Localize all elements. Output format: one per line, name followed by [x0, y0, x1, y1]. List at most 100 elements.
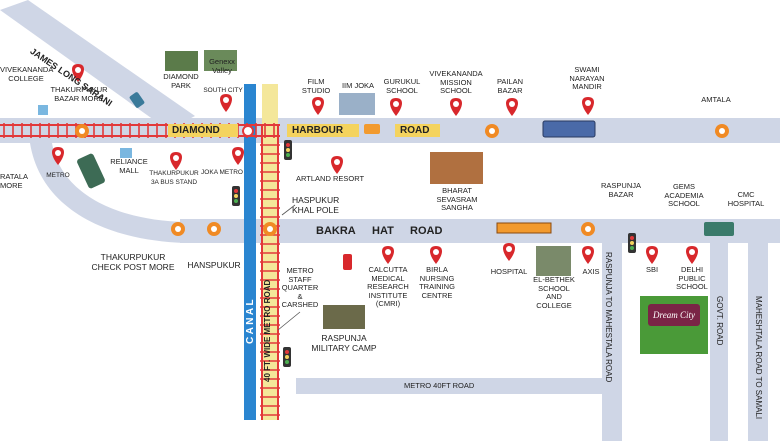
junctions	[75, 124, 729, 236]
map-pin-icon	[232, 147, 244, 165]
label-metro: METRO	[46, 172, 70, 179]
raspunja-mahestala-road	[602, 243, 622, 441]
diamond-label-box	[168, 124, 238, 137]
label-bharat: BHARAT SEVASRAM SANGHA	[436, 186, 478, 212]
dream-city-logo	[648, 304, 700, 326]
label-vivekananda-mission: VIVEKANANDA MISSION SCHOOL	[429, 69, 483, 95]
label-birla: BIRLA NURSING TRAINING CENTRE	[419, 265, 455, 300]
james-long-sarani-road	[0, 0, 195, 130]
map-pin-icon	[686, 246, 698, 264]
road-label-box	[395, 124, 440, 137]
map-pin-icon	[331, 156, 343, 174]
map-pin-icon	[646, 246, 658, 264]
govt-road-label: GOVT. ROAD	[715, 296, 724, 346]
el-bethek-photo	[536, 246, 571, 276]
samali-road-label: MAHESHTALA ROAD TO SAMALI	[754, 296, 763, 420]
mall-icon	[120, 148, 132, 158]
genexx-photo	[204, 50, 237, 71]
map-pin-icon	[390, 98, 402, 116]
truck-icon	[77, 153, 105, 189]
label-vivekananda-college: VIVEKANANDA COLLEGE	[0, 65, 54, 83]
label-reliance: RELIANCE MALL	[110, 157, 148, 175]
markers	[52, 64, 698, 264]
diamond-center-icon	[242, 125, 254, 137]
college-icon	[38, 105, 48, 115]
label-sbi: SBI	[645, 265, 659, 274]
label-metro-staff: METRO STAFF QUARTER & CARSHED	[281, 266, 319, 309]
road-label: ROAD	[400, 125, 430, 136]
label-artland: ARTLAND RESORT	[296, 174, 365, 183]
label-pailan: PAILAN BAZAR	[496, 77, 524, 95]
iim-joka-photo	[339, 93, 375, 115]
label-axis: AXIS	[582, 267, 600, 276]
label-swami: SWAMI NARAYAN MANDIR	[569, 65, 605, 91]
map-pin-icon	[430, 246, 442, 264]
auto-icon	[364, 124, 380, 134]
map-pin-icon	[582, 246, 594, 264]
label-raspunja-camp: RASPUNJA MILITARY CAMP	[311, 333, 377, 353]
map-pin-icon	[52, 147, 64, 165]
dream-city-text: Dream City	[652, 310, 695, 320]
harbour-label: HARBOUR	[292, 125, 344, 136]
traffic-light-icon	[232, 186, 240, 206]
map-pin-icon	[503, 243, 515, 261]
label-ratala: RATALA MORE	[0, 172, 29, 190]
pointer-line-1	[277, 311, 301, 331]
pointer-line-2	[281, 204, 296, 216]
label-diamond-park: DIAMOND PARK	[163, 72, 199, 90]
label-film-studio: FILM STUDIO	[301, 77, 331, 95]
metro-40ft-road	[296, 378, 602, 394]
traffic-light-icon	[284, 140, 292, 160]
traffic-lights	[232, 140, 636, 367]
label-hanspukur: HANSPUKUR	[187, 260, 241, 270]
car-icon-2	[129, 92, 145, 108]
label-gems: GEMS ACADEMIA SCHOOL	[664, 182, 704, 208]
label-amtala: AMTALA	[701, 95, 731, 104]
diamond-label: DIAMOND	[172, 125, 220, 136]
bharat-sevasram-photo	[430, 152, 483, 184]
van-icon	[704, 222, 734, 236]
train-icon	[496, 222, 552, 234]
label-haspukur: HASPUKUR KHAL POLE	[292, 195, 340, 215]
map-pin-icon	[220, 94, 232, 112]
label-el-bethek: EL-BETHEK SCHOOL AND COLLEGE	[533, 275, 575, 310]
diamond-harbour-road	[0, 118, 780, 143]
bakra-label: BAKRA	[316, 225, 356, 237]
car-icon	[343, 254, 352, 270]
label-cmc: CMC HOSPITAL	[727, 190, 765, 208]
metro-40ft-label: METRO 40FT ROAD	[404, 381, 475, 390]
label-raspunja-bazar: RASPUNJA BAZAR	[600, 181, 641, 199]
maheshtala-samali-road	[748, 243, 768, 441]
diamond-park-photo	[165, 51, 198, 71]
traffic-light-icon	[283, 347, 291, 367]
harbour-label-box	[287, 124, 359, 137]
map-pin-icon	[170, 152, 182, 170]
map-pin-icon	[506, 98, 518, 116]
metro-rail-vertical	[260, 125, 280, 420]
map-pin-icon	[72, 64, 84, 82]
bakra-hat-road	[180, 219, 780, 243]
govt-road	[710, 243, 728, 441]
label-south-city: SOUTH CITY	[203, 87, 243, 94]
metro-road-strip	[262, 84, 278, 420]
label-thakurpukur-3a: THAKURPUKUR 3A BUS STAND	[149, 170, 199, 186]
military-camp-photo	[323, 305, 365, 329]
label-iim-joka: IIM JOKA	[341, 81, 375, 90]
canal-label: C A N A L	[245, 299, 256, 344]
label-gurukul: GURUKUL SCHOOL	[383, 77, 421, 95]
label-hospital: HOSPITAL	[490, 267, 528, 276]
bus-icon	[542, 120, 596, 138]
link-road	[30, 143, 185, 243]
hat-label: HAT	[372, 225, 394, 237]
bakra-road-label: ROAD	[410, 225, 443, 237]
label-thakurpukur-bazar: THAKURPUKUR BAZAR MORE	[50, 85, 108, 103]
map-pin-icon	[382, 246, 394, 264]
metro-road-label: 40 FT. WIDE METRO ROAD	[263, 279, 272, 382]
canal	[244, 84, 256, 420]
label-joka-metro: JOKA METRO	[201, 169, 243, 176]
label-cmri: CALCUTTA MEDICAL RESEARCH INSTITUTE (CMR…	[367, 265, 409, 308]
label-delhi-public: DELHI PUBLIC SCHOOL	[676, 265, 708, 291]
traffic-light-icon	[628, 233, 636, 253]
